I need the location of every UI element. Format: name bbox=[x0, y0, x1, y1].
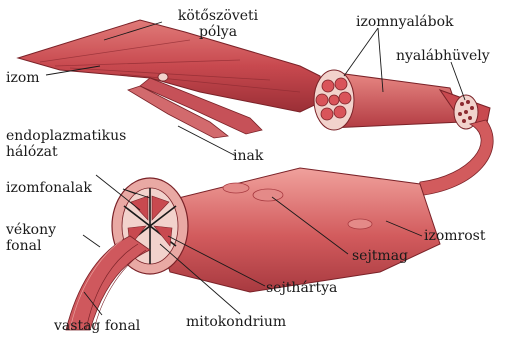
muscle-fiber bbox=[112, 168, 440, 292]
myofibril-strand bbox=[66, 236, 150, 330]
label-izomnyalabok: izomnyalábok bbox=[356, 14, 454, 30]
label-sejtmag: sejtmag bbox=[352, 248, 408, 264]
label-mitokondrium: mitokondrium bbox=[186, 314, 286, 330]
label-vekony-fonal: vékony fonal bbox=[6, 222, 56, 254]
label-endoplazmatikus-halozat: endoplazmatikus hálózat bbox=[6, 128, 126, 160]
label-inak: inak bbox=[233, 148, 263, 164]
fiber-ribbon bbox=[416, 120, 493, 196]
muscle-bundle-group bbox=[314, 70, 490, 130]
label-izomfonalak: izomfonalak bbox=[6, 180, 92, 196]
label-kotoszoveti-polya: kötőszöveti pólya bbox=[160, 8, 276, 40]
label-nyalabhuvely: nyalábhüvely bbox=[396, 48, 490, 64]
label-izomrost: izomrost bbox=[424, 228, 486, 244]
label-izom: izom bbox=[6, 70, 40, 86]
label-vastag-fonal: vastag fonal bbox=[54, 318, 140, 334]
label-sejthartya: sejthártya bbox=[266, 280, 337, 296]
